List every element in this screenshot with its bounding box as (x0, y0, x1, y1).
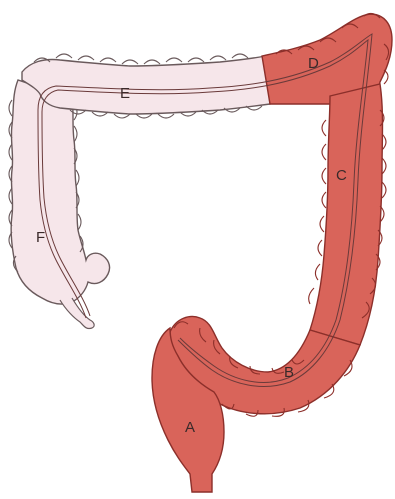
segment-label-c: C (336, 167, 347, 184)
segment-label-a: A (185, 419, 195, 436)
segment-f-body (11, 80, 109, 304)
segment-label-d: D (308, 55, 319, 72)
segment-label-e: E (120, 85, 130, 102)
segment-label-b: B (284, 364, 294, 381)
segment-c-body (310, 84, 383, 345)
segment-e-body (22, 56, 270, 114)
segment-label-f: F (36, 229, 45, 246)
